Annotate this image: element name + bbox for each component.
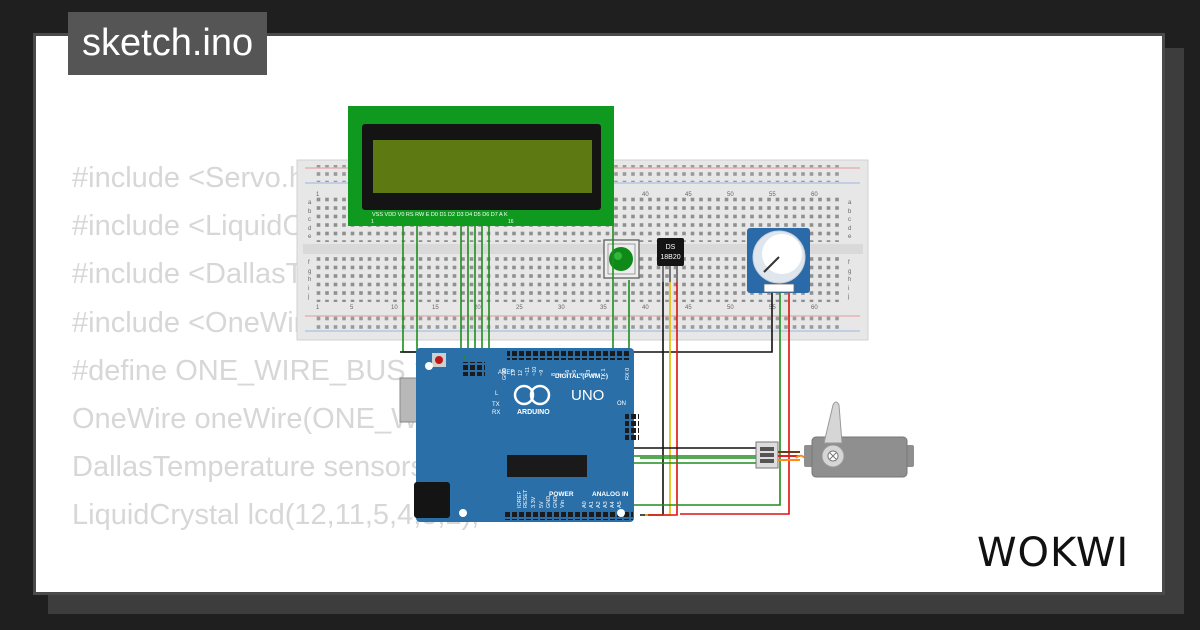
lcd-pin-start: 1 bbox=[371, 219, 374, 225]
breadboard-col-label: 1 bbox=[316, 305, 320, 311]
digital-pin-label: 8 bbox=[551, 373, 557, 376]
power-pin-label: Vin bbox=[560, 500, 566, 508]
breadboard-row-label: e bbox=[308, 234, 312, 240]
digital-pin-label: ~5 bbox=[572, 370, 578, 376]
breadboard-row-label: c bbox=[848, 217, 851, 223]
code-line: #include <Servo.h> bbox=[72, 162, 322, 194]
analog-pin-label: A5 bbox=[617, 501, 623, 508]
breadboard-col-label: 1 bbox=[316, 192, 320, 198]
breadboard-col-label: 45 bbox=[685, 305, 692, 311]
tx-led-label: TX bbox=[492, 402, 500, 408]
code-line: LiquidCrystal lcd(12,11,5,4,3,2); bbox=[72, 499, 480, 532]
breadboard-col-label: 5 bbox=[350, 305, 354, 311]
breadboard-col-label: 45 bbox=[685, 192, 692, 198]
breadboard-col-label: 30 bbox=[558, 305, 565, 311]
breadboard-row-label: b bbox=[848, 209, 852, 215]
brand-wordmark: WOKWI bbox=[977, 530, 1129, 576]
wokwi-logo: WOKWI bbox=[977, 530, 1129, 576]
power-pin-label: 3.3V bbox=[531, 496, 537, 508]
lcd-pin-labels: VSS VDD V0 RS RW E D0 D1 D2 D3 D4 D5 D6 … bbox=[372, 212, 508, 218]
digital-header-label: DIGITAL (PWM ~) bbox=[555, 373, 608, 380]
arduino-model-label: UNO bbox=[571, 387, 604, 404]
breadboard-row-label: b bbox=[308, 209, 312, 215]
breadboard-row-label: g bbox=[308, 269, 311, 275]
digital-pin-label: ~6 bbox=[565, 370, 571, 376]
digital-pin-label: 7 bbox=[558, 373, 564, 376]
sensor-label-top: DS bbox=[666, 244, 676, 251]
pushbutton[interactable] bbox=[603, 239, 640, 279]
breadboard-col-label: 40 bbox=[642, 192, 649, 198]
temperature-sensor[interactable]: DS 18B20 bbox=[657, 238, 684, 282]
breadboard-col-label: 50 bbox=[727, 192, 734, 198]
sensor-label-bottom: 18B20 bbox=[660, 254, 680, 261]
breadboard-row-label: h bbox=[848, 277, 851, 283]
power-pin-label: GND bbox=[546, 496, 552, 508]
digital-pin-label: ~9 bbox=[539, 370, 545, 376]
breadboard-row-label: e bbox=[848, 234, 852, 240]
breadboard-col-label: 60 bbox=[811, 192, 818, 198]
servo-motor[interactable] bbox=[755, 401, 914, 478]
breadboard-col-label: 20 bbox=[474, 305, 481, 311]
code-line: #define ONE_WIRE_BUS 2 bbox=[72, 354, 430, 387]
analog-pin-label: A3 bbox=[603, 501, 609, 508]
power-pin-label: GND bbox=[553, 496, 559, 508]
breadboard-col-label: 35 bbox=[600, 305, 607, 311]
on-led-label: ON bbox=[617, 401, 626, 407]
breadboard-row-label: c bbox=[308, 217, 311, 223]
breadboard-row-label: f bbox=[848, 260, 850, 266]
analog-header-label: ANALOG IN bbox=[592, 491, 629, 498]
breadboard-row-label: a bbox=[848, 200, 852, 206]
breadboard-row-label: f bbox=[308, 260, 310, 266]
arduino-uno[interactable]: AREF DIGITAL (PWM ~) L TX RX ON UNO ARDU… bbox=[399, 348, 639, 522]
breadboard-row-label: g bbox=[848, 269, 851, 275]
digital-pin-label: 2 bbox=[593, 373, 599, 376]
power-pin-label: RESET bbox=[523, 489, 529, 508]
digital-pin-label: 4 bbox=[579, 373, 585, 376]
breadboard-row-label: h bbox=[308, 277, 311, 283]
digital-pin-label: RX 0 bbox=[625, 368, 631, 380]
gnd-pin-label: GND bbox=[502, 368, 508, 380]
digital-pin-label: ~10 bbox=[532, 367, 538, 376]
breadboard-col-label: 25 bbox=[516, 305, 523, 311]
power-pin-label: IOREF bbox=[517, 491, 523, 508]
rx-led-label: RX bbox=[492, 410, 500, 416]
digital-pin-label: 12 bbox=[518, 370, 524, 376]
breadboard-row-label: j bbox=[847, 294, 849, 300]
arduino-infinity-logo bbox=[513, 384, 551, 406]
breadboard-col-label: 40 bbox=[642, 305, 649, 311]
lcd-pin-end: 16 bbox=[508, 219, 514, 225]
breadboard-row-label: j bbox=[307, 294, 309, 300]
breadboard-row-label: a bbox=[308, 200, 312, 206]
breadboard-col-label: 50 bbox=[727, 305, 734, 311]
aref-label: AREF bbox=[498, 370, 514, 376]
analog-pin-label: A2 bbox=[596, 501, 602, 508]
lcd-display[interactable]: VSS VDD V0 RS RW E D0 D1 D2 D3 D4 D5 D6 … bbox=[348, 106, 614, 226]
power-pin-label: 5V bbox=[539, 501, 545, 508]
breadboard-row-label: d bbox=[308, 226, 311, 232]
digital-pin-label: ~11 bbox=[525, 367, 531, 376]
analog-pin-label: A1 bbox=[589, 501, 595, 508]
file-name-tab[interactable]: sketch.ino bbox=[68, 12, 268, 75]
digital-pin-label: 13 bbox=[511, 370, 517, 376]
arduino-brand-label: ARDUINO bbox=[517, 409, 550, 416]
digital-pin-label: ~3 bbox=[586, 370, 592, 376]
breadboard-col-label: 15 bbox=[432, 305, 439, 311]
breadboard-row-label: i bbox=[848, 286, 849, 292]
potentiometer[interactable] bbox=[747, 228, 810, 293]
analog-pin-label: A0 bbox=[582, 501, 588, 508]
breadboard-col-label: 55 bbox=[769, 192, 776, 198]
digital-pin-label: TX 1 bbox=[601, 368, 607, 380]
analog-pin-label: A4 bbox=[610, 501, 616, 508]
breadboard-row-label: i bbox=[308, 286, 309, 292]
breadboard-col-label: 10 bbox=[391, 305, 398, 311]
l-led-label: L bbox=[495, 391, 499, 397]
breadboard-row-label: d bbox=[848, 226, 851, 232]
power-header-label: POWER bbox=[549, 491, 574, 498]
breadboard-col-label: 60 bbox=[811, 305, 818, 311]
